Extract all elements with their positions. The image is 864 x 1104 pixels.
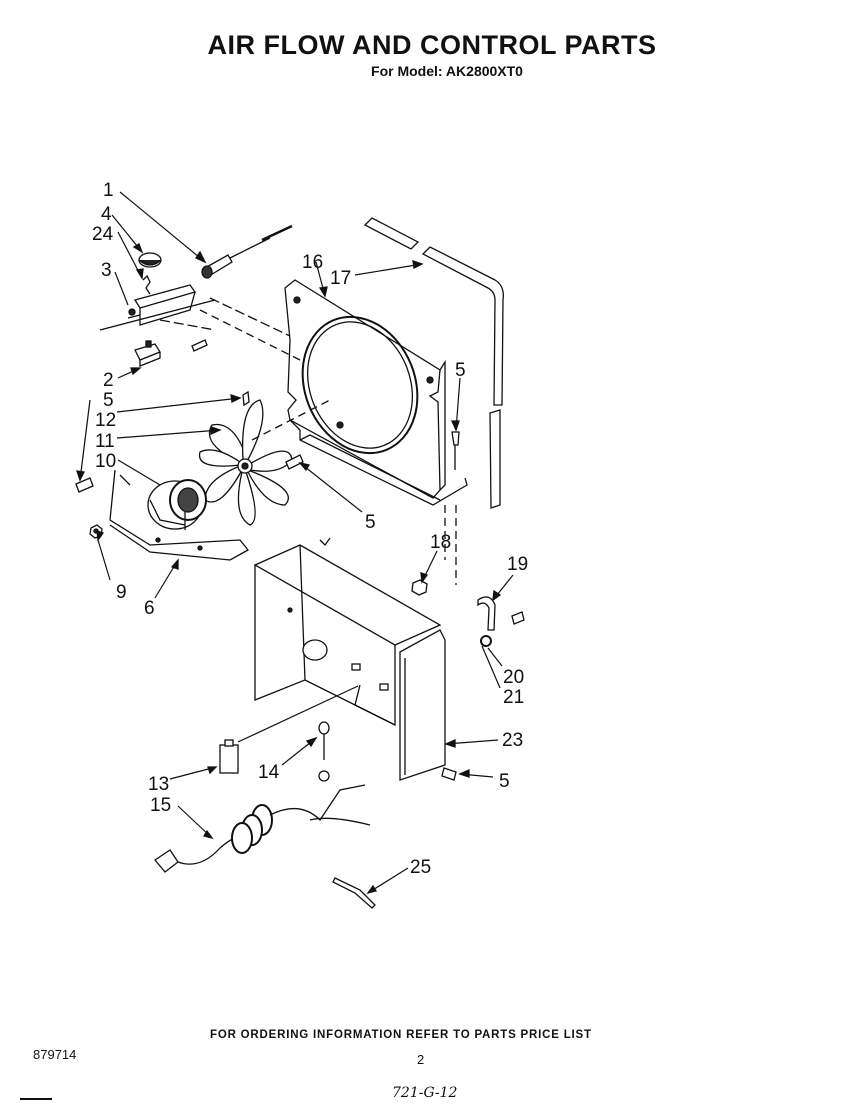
control-assembly <box>99 224 293 367</box>
arrowheads <box>76 243 502 895</box>
callout-24: 24 <box>92 224 114 245</box>
callout-5c: 5 <box>365 512 376 533</box>
callout-23: 23 <box>502 730 523 751</box>
part-12-fan-clip <box>242 390 250 407</box>
handwritten-code: 721-G-12 <box>392 1085 458 1101</box>
part-18-nut <box>411 579 428 596</box>
part-19-strap <box>477 596 496 631</box>
diagram-number: 879714 <box>33 1047 77 1062</box>
part-1-thermostat <box>201 224 293 279</box>
page-number: 2 <box>417 1052 425 1067</box>
page-title: AIR FLOW AND CONTROL PARTS <box>207 30 657 60</box>
part-5-screw-bottom <box>441 767 457 781</box>
callout-25: 25 <box>410 857 431 878</box>
callout-4: 4 <box>101 204 112 225</box>
part-3-bracket <box>127 284 197 326</box>
callout-2: 2 <box>103 370 114 391</box>
callout-11: 11 <box>95 431 115 452</box>
callout-10: 10 <box>95 451 116 472</box>
callout-17: 17 <box>330 268 351 289</box>
part-24-clip <box>142 274 151 295</box>
callout-1: 1 <box>103 180 114 201</box>
part-17-gaskets <box>363 217 504 509</box>
ordering-note: FOR ORDERING INFORMATION REFER TO PARTS … <box>210 1029 592 1041</box>
callout-9: 9 <box>116 582 127 603</box>
callout-19: 19 <box>507 554 528 575</box>
part-21-washer <box>480 635 492 647</box>
part-11-fan-blade <box>198 399 293 526</box>
part-15-power-cord <box>154 784 371 873</box>
callout-14: 14 <box>258 762 280 783</box>
part-14-ground-screw <box>318 721 330 782</box>
part-25-tie <box>332 877 376 909</box>
base-panel <box>253 537 442 727</box>
callout-6: 6 <box>144 598 155 619</box>
part-5-screw-left <box>75 477 94 493</box>
callout-15: 15 <box>150 795 171 816</box>
part-5-screw-center <box>285 454 304 470</box>
assembly-lines <box>199 309 457 585</box>
callout-3: 3 <box>101 260 112 281</box>
callout-18: 18 <box>430 532 451 553</box>
part-16-shroud <box>284 279 468 506</box>
part-13-capacitor <box>219 739 239 774</box>
part-6-motor-bracket <box>109 469 249 561</box>
callout-21: 21 <box>503 687 524 708</box>
callout-5d: 5 <box>499 771 510 792</box>
part-23-side-bracket <box>399 629 446 781</box>
part-10-fan-motor <box>147 479 207 530</box>
callout-5b: 5 <box>455 360 466 381</box>
part-20-screw <box>511 611 525 625</box>
callout-16: 16 <box>302 252 323 273</box>
callout-12: 12 <box>95 410 116 431</box>
callout-labels: 1 4 24 3 2 5 12 11 10 9 6 16 17 5 5 18 1… <box>92 180 528 878</box>
part-4-knob <box>138 252 162 268</box>
callout-5a: 5 <box>103 390 114 411</box>
callout-13: 13 <box>148 774 169 795</box>
part-5-screw-right <box>451 431 460 446</box>
bottom-mark <box>20 1098 52 1100</box>
callout-20: 20 <box>503 667 524 688</box>
part-2-switch <box>134 340 161 367</box>
screw-icon <box>191 339 208 352</box>
model-subtitle: For Model: AK2800XT0 <box>371 63 523 79</box>
